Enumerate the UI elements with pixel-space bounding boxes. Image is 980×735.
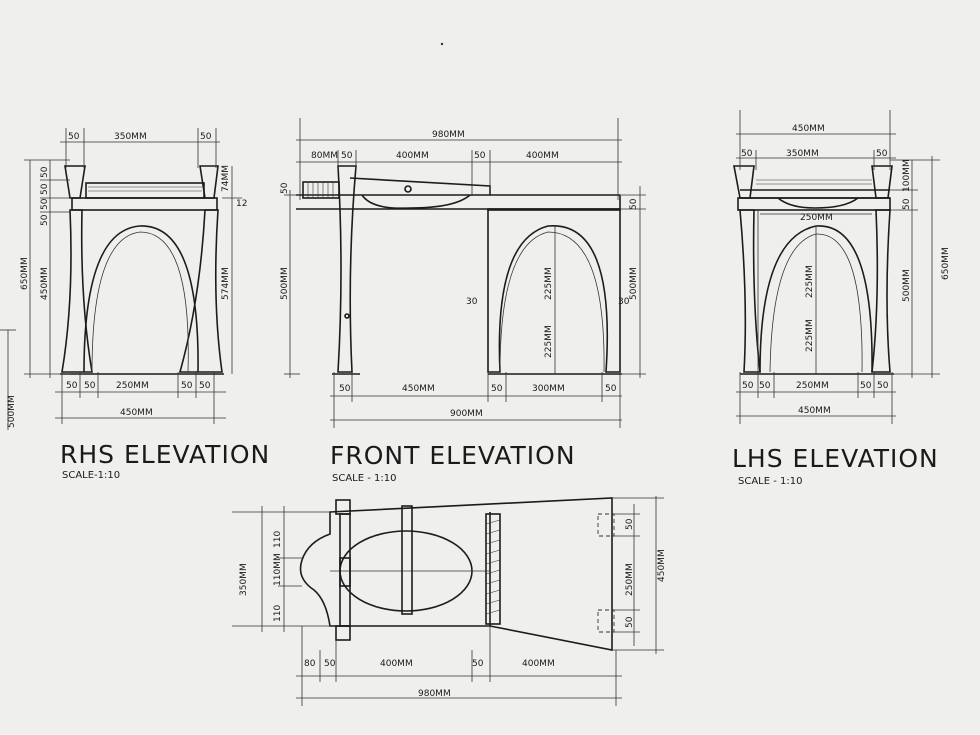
front-dim-arch-left: 30 xyxy=(466,297,478,307)
front-dim-bot-e: 50 xyxy=(605,384,617,394)
front-dim-left-small: 50 xyxy=(280,182,290,194)
front-dim-bot-b: 450MM xyxy=(402,384,435,394)
rhs-dim-top-left: 50 xyxy=(68,132,80,142)
lhs-dim-bot-a: 50 xyxy=(742,381,754,391)
lhs-dim-right-b: 50 xyxy=(902,198,912,210)
plan-dim-bot-total: 980MM xyxy=(418,689,451,699)
front-dim-right-main: 500MM xyxy=(629,267,639,300)
rhs-dim-bot-b: 50 xyxy=(84,381,96,391)
lhs-dim-inner-top: 250MM xyxy=(800,213,833,223)
lhs-dim-right-a: 100MM xyxy=(902,159,912,192)
plan-dim-left-b: 110MM xyxy=(273,553,283,586)
rhs-dim-right-leg: 574MM xyxy=(221,267,231,300)
lhs-dim-bot-d: 50 xyxy=(877,381,889,391)
lhs-dim-right-total: 650MM xyxy=(941,247,951,280)
rhs-dim-left-inner: 450MM xyxy=(40,267,50,300)
rhs-dim-right-small: 12 xyxy=(236,199,247,209)
front-dim-arch-upper: 225MM xyxy=(544,267,554,300)
rhs-dim-bot-a: 50 xyxy=(66,381,78,391)
front-scale: SCALE - 1:10 xyxy=(332,473,396,484)
front-dim-top-d: 50 xyxy=(474,151,486,161)
front-title: FRONT ELEVATION xyxy=(330,441,576,470)
lhs-scale: SCALE - 1:10 xyxy=(738,476,802,487)
lhs-elevation: 450MM 50 350MM 50 250MM 225MM 225MM 100M… xyxy=(732,110,951,487)
front-dim-right-small: 50 xyxy=(629,198,639,210)
rhs-dim-bot-c: 50 xyxy=(181,381,193,391)
front-dim-arch-lower: 225MM xyxy=(544,325,554,358)
front-dim-left-main: 500MM xyxy=(280,267,290,300)
plan-dim-bot-d: 50 xyxy=(472,659,484,669)
rhs-dim-left-s3: 50 xyxy=(40,198,50,210)
plan-dim-right-b: 50 xyxy=(625,616,635,628)
lhs-dim-bot-total: 450MM xyxy=(798,406,831,416)
plan-dim-left-total: 350MM xyxy=(239,563,249,596)
rhs-dim-bot-d: 50 xyxy=(199,381,211,391)
plan-dim-left-c: 110 xyxy=(273,605,283,622)
lhs-dim-mid-upper: 225MM xyxy=(805,265,815,298)
front-dim-bot-a: 50 xyxy=(339,384,351,394)
lhs-dim-bot-c: 50 xyxy=(860,381,872,391)
front-dim-top-total: 980MM xyxy=(432,130,465,140)
lhs-dim-top-mid: 350MM xyxy=(786,149,819,159)
front-dim-bot-total: 900MM xyxy=(450,409,483,419)
paper-speck xyxy=(440,42,444,46)
lhs-dim-mid-lower: 225MM xyxy=(805,319,815,352)
plan-dim-right-mid: 250MM xyxy=(625,563,635,596)
rhs-dim-top-mid: 350MM xyxy=(114,132,147,142)
front-dim-bot-d: 300MM xyxy=(532,384,565,394)
lhs-dim-right-main: 500MM xyxy=(902,269,912,302)
plan-dim-bot-e: 400MM xyxy=(522,659,555,669)
rhs-title: RHS ELEVATION xyxy=(60,440,270,469)
lhs-dim-top-b: 50 xyxy=(876,149,888,159)
lhs-dim-top-total: 450MM xyxy=(792,124,825,134)
rhs-dim-far-left: 500MM xyxy=(7,395,17,428)
plan-dim-bot-c: 400MM xyxy=(380,659,413,669)
rhs-dim-left-s4: 50 xyxy=(40,214,50,226)
front-dim-top-b: 50 xyxy=(341,151,353,161)
lhs-dim-top-a: 50 xyxy=(741,149,753,159)
plan-view: 350MM 110 110MM 110 50 250MM 50 450MM 80… xyxy=(232,496,667,706)
plan-dim-right-a: 50 xyxy=(625,518,635,530)
rhs-elevation: 50 350MM 50 50 50 250MM 50 50 450MM 650M… xyxy=(0,128,270,481)
front-dim-top-e: 400MM xyxy=(526,151,559,161)
lhs-dim-bot-mid: 250MM xyxy=(796,381,829,391)
rhs-dim-bot-total: 450MM xyxy=(120,408,153,418)
lhs-dim-bot-b: 50 xyxy=(759,381,771,391)
rhs-dim-right-top: 74MM xyxy=(221,165,231,192)
front-dim-arch-right: 30 xyxy=(618,297,630,307)
rhs-dim-left-s1: 50 xyxy=(40,166,50,178)
rhs-dim-left-s2: 50 xyxy=(40,183,50,195)
lhs-title: LHS ELEVATION xyxy=(732,444,939,473)
plan-dim-bot-b: 50 xyxy=(324,659,336,669)
plan-dim-right-total: 450MM xyxy=(657,549,667,582)
plan-dim-left-a: 110 xyxy=(273,531,283,548)
rhs-dim-left-total: 650MM xyxy=(20,257,30,290)
front-dim-bot-c: 50 xyxy=(491,384,503,394)
front-dim-top-c: 400MM xyxy=(396,151,429,161)
front-dim-top-a: 80MM xyxy=(311,151,338,161)
rhs-dim-bot-mid: 250MM xyxy=(116,381,149,391)
rhs-dim-top-right: 50 xyxy=(200,132,212,142)
rhs-scale: SCALE-1:10 xyxy=(62,470,120,481)
plan-dim-bot-a: 80 xyxy=(304,659,316,669)
front-elevation: 980MM 80MM 50 400MM 50 400MM 50 500MM 50… xyxy=(280,118,646,484)
